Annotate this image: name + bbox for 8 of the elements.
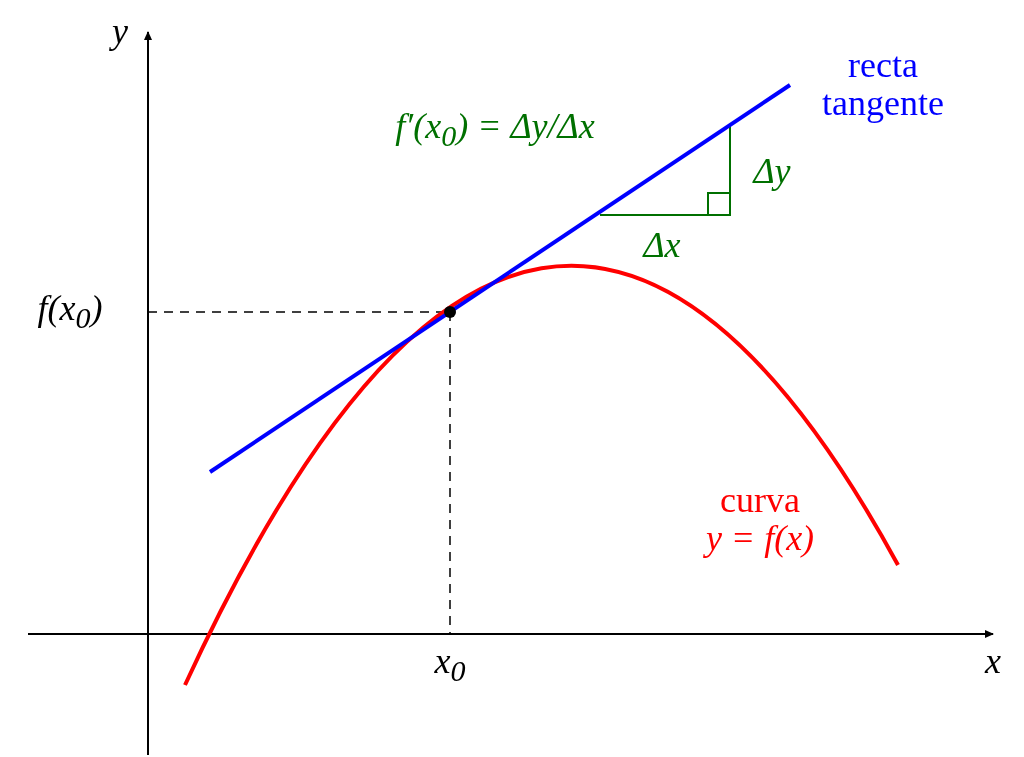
formula: f′(x$_{0}$) = Δy/Δx	[395, 108, 595, 152]
axis-label: x	[985, 643, 1001, 681]
math-label: x$_{0}$	[434, 643, 466, 687]
annotation: recta tangente	[822, 47, 944, 123]
math-label: f(x$_{0}$)	[37, 290, 103, 334]
annotation: curva y = f(x)	[705, 482, 815, 558]
math-label: Δx	[643, 227, 681, 265]
math-label: Δy	[753, 153, 791, 191]
